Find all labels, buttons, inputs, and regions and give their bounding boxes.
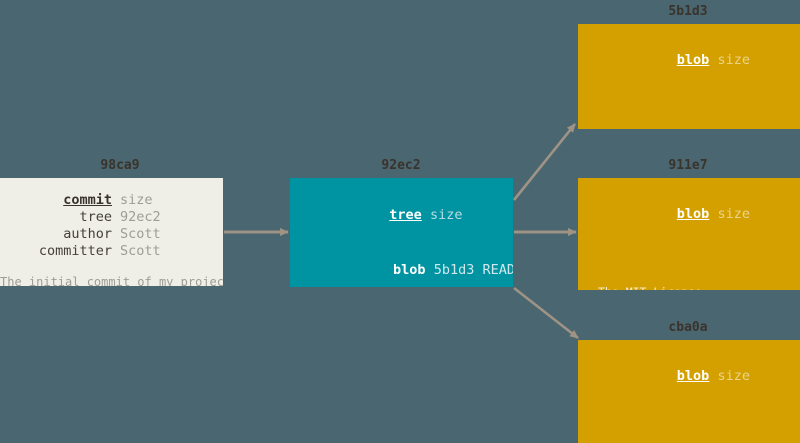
commit-row-author: author Scott [0, 226, 223, 243]
blob-node-2-header: blob size [578, 352, 800, 400]
arrow-tree-to-blob-5b1d3 [512, 123, 577, 201]
blob-node-2-box[interactable]: blob size require 'logger' require 'test… [578, 340, 800, 443]
commit-key-commit: commit [63, 192, 112, 208]
blob-node-1-box[interactable]: blob size The MIT License Copyright (c) … [578, 178, 800, 290]
tree-entry-0: blob 5b1d3 README [328, 243, 513, 287]
blob-node-0-label: 5b1d3 [668, 4, 708, 19]
tree-entry-0-name: README [482, 262, 513, 278]
tree-node-header: tree size [290, 191, 513, 239]
tree-entry-list: blob 5b1d3 README blob 911e7 LICENSE blo… [290, 243, 513, 287]
commit-row-tree: tree 92ec2 [0, 209, 223, 226]
commit-value-committer: Scott [120, 243, 161, 259]
commit-row-commit: commit size [0, 192, 223, 209]
tree-size-label [422, 207, 430, 223]
blob-node-1-label: 911e7 [668, 158, 708, 173]
commit-key-tree: tree [79, 209, 112, 225]
blob-node-0-content: == Testing library This library is used … [578, 98, 800, 129]
blob-node-2-size: size [717, 368, 750, 384]
commit-row-committer: committer Scott [0, 243, 223, 260]
blob-node-1-type: blob [676, 206, 710, 222]
blob-node-2-content: require 'logger' require 'test/unit' cla… [578, 414, 800, 443]
arrow-tree-to-blob-cba0a [513, 286, 579, 340]
blob-node-2-type: blob [676, 368, 710, 384]
blob-node-0-box[interactable]: blob size == Testing library This librar… [578, 24, 800, 129]
blob-node-0-header: blob size [578, 36, 800, 84]
tree-entry-0-type: blob [393, 262, 426, 278]
commit-value-tree: 92ec2 [120, 209, 161, 225]
commit-node-label: 98ca9 [100, 158, 140, 173]
tree-entry-0-hash: 5b1d3 [433, 262, 475, 278]
blob-node-1-line-0: The MIT License [598, 284, 800, 290]
commit-key-committer: committer [38, 243, 112, 259]
tree-size-value: size [429, 207, 463, 223]
tree-node-label: 92ec2 [381, 158, 421, 173]
tree-node-box[interactable]: tree size blob 5b1d3 README blob 911e7 L… [290, 178, 513, 287]
commit-field-list: commit size tree 92ec2 author Scott comm… [0, 192, 223, 260]
blob-node-1-content: The MIT License Copyright (c) 2008 Scott… [578, 252, 800, 290]
commit-key-author: author [63, 226, 112, 242]
blob-node-1-size: size [717, 206, 750, 222]
commit-value-commit: size [120, 192, 153, 208]
blob-node-1-header: blob size [578, 190, 800, 238]
commit-node-box[interactable]: commit size tree 92ec2 author Scott comm… [0, 178, 223, 286]
commit-value-author: Scott [120, 226, 161, 242]
tree-type-label: tree [389, 207, 422, 223]
blob-node-0-size: size [717, 52, 750, 68]
blob-node-2-label: cba0a [668, 320, 708, 335]
commit-message: The initial commit of my project [0, 275, 223, 286]
blob-node-0-type: blob [676, 52, 710, 68]
